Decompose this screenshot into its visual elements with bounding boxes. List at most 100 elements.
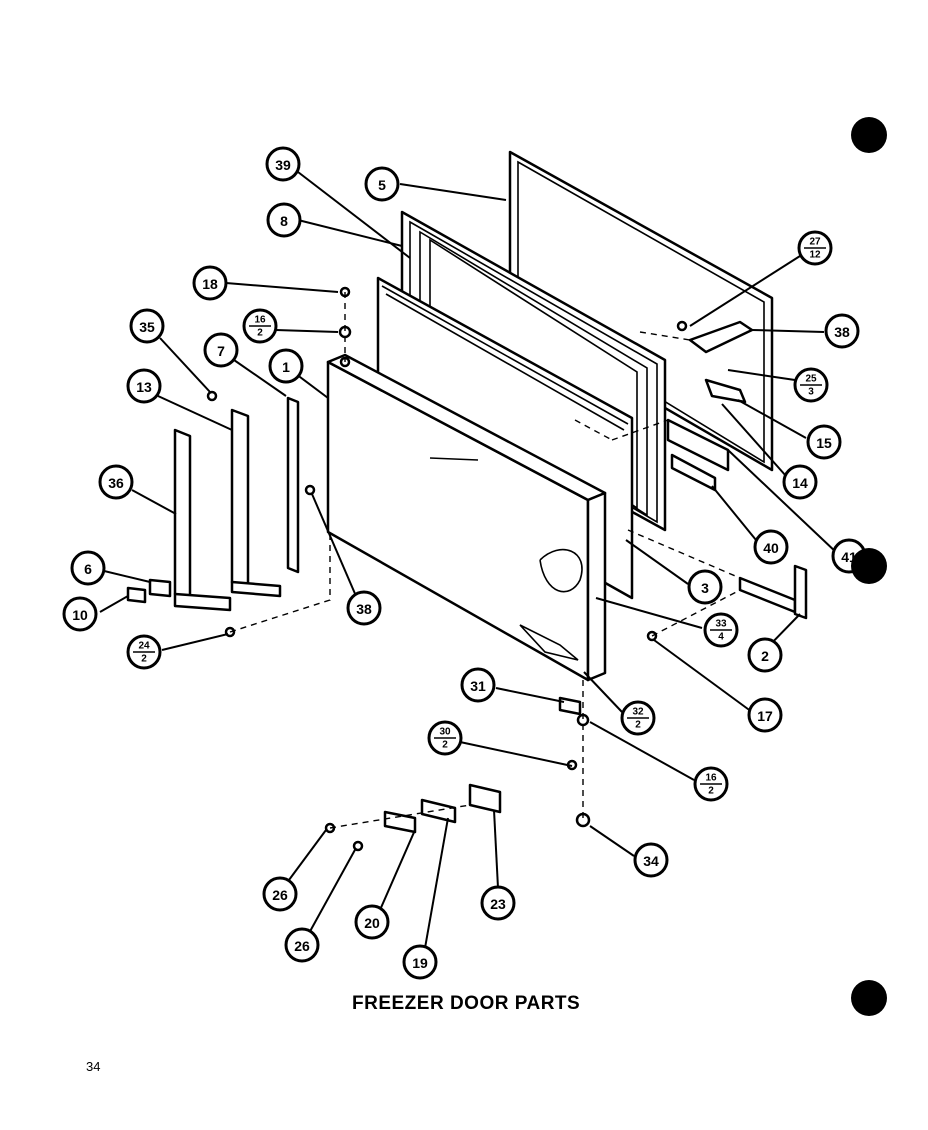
callout-number: 16: [254, 315, 266, 326]
callout-number: 6: [84, 561, 92, 577]
callout-number: 7: [217, 343, 225, 359]
callout-circle: [346, 590, 382, 626]
callout-circle: [364, 166, 400, 202]
callout-number: 15: [816, 435, 832, 451]
top-hinge-assembly: [666, 320, 754, 492]
callout-circle: [480, 885, 516, 921]
callout-number: 31: [470, 678, 486, 694]
callout-number: 26: [294, 938, 310, 954]
callout-35: 35: [129, 308, 165, 344]
callout-7: 7: [203, 332, 239, 368]
callout-19: 19: [402, 944, 438, 980]
callout-circle: [265, 146, 301, 182]
callout-circle: [824, 313, 860, 349]
callout-25: 253: [793, 367, 829, 403]
callout-number: 35: [139, 319, 155, 335]
callout-number: 17: [757, 708, 773, 724]
callout-number: 5: [378, 177, 386, 193]
callout-circle: [268, 348, 304, 384]
callout-number: 2: [761, 648, 769, 664]
binder-hole-middle: [851, 548, 887, 584]
page-number: 34: [86, 1059, 101, 1074]
callout-circle: [806, 424, 842, 460]
callout-number: 19: [412, 955, 428, 971]
callout-33: 334: [703, 612, 739, 648]
callout-number: 26: [272, 887, 288, 903]
callout-quantity: 2: [635, 720, 641, 731]
callout-number: 34: [643, 853, 659, 869]
callout-quantity: 2: [141, 654, 147, 665]
callout-number: 38: [834, 324, 850, 340]
handle-brackets: [126, 396, 300, 612]
callout-number: 18: [202, 276, 218, 292]
callout-2: 2: [747, 637, 783, 673]
callout-quantity: 2: [442, 740, 448, 751]
callout-38b: 38: [824, 313, 860, 349]
callout-32: 322: [620, 700, 656, 736]
callout-10: 10: [62, 596, 98, 632]
callout-number: 30: [439, 727, 451, 738]
leader-lines: [99, 171, 839, 949]
callout-8: 8: [266, 202, 302, 238]
callout-number: 40: [763, 540, 779, 556]
callout-circle: [782, 464, 818, 500]
outer-door-panel-1: [326, 353, 607, 682]
callout-40: 40: [753, 529, 789, 565]
callout-circle: [203, 332, 239, 368]
callout-5: 5: [364, 166, 400, 202]
callout-circle: [747, 697, 783, 733]
callout-26b: 26: [284, 927, 320, 963]
callout-26a: 26: [262, 876, 298, 912]
callout-circle: [460, 667, 496, 703]
callout-circle: [262, 876, 298, 912]
callout-circle: [633, 842, 669, 878]
callout-number: 1: [282, 359, 290, 375]
callout-38a: 38: [346, 590, 382, 626]
callout-3: 3: [687, 569, 723, 605]
callout-number: 38: [356, 601, 372, 617]
door-gasket-5: [508, 150, 774, 472]
callout-24: 242: [126, 634, 162, 670]
callout-18a: 18: [192, 265, 228, 301]
callout-quantity: 12: [809, 250, 821, 261]
callout-circle: [192, 265, 228, 301]
callout-number: 25: [805, 374, 817, 385]
callout-quantity: 2: [708, 786, 714, 797]
callout-15: 15: [806, 424, 842, 460]
callout-number: 36: [108, 475, 124, 491]
callout-number: 24: [138, 641, 150, 652]
callout-circle: [402, 944, 438, 980]
callout-circle: [753, 529, 789, 565]
binder-hole-top: [851, 117, 887, 153]
callout-34: 34: [633, 842, 669, 878]
callout-bubbles: 3958181623571133661024238271238253151440…: [62, 146, 867, 980]
callout-17: 17: [747, 697, 783, 733]
callout-circle: [266, 202, 302, 238]
callout-number: 10: [72, 607, 88, 623]
callout-1: 1: [268, 348, 304, 384]
callout-circle: [62, 596, 98, 632]
callout-circle: [126, 368, 162, 404]
callout-number: 39: [275, 157, 291, 173]
callout-quantity: 4: [718, 632, 724, 643]
alignment-lines: [229, 292, 741, 829]
callout-number: 23: [490, 896, 506, 912]
callout-circle: [747, 637, 783, 673]
callout-quantity: 2: [257, 328, 263, 339]
callout-39: 39: [265, 146, 301, 182]
callout-16a: 162: [242, 308, 278, 344]
callout-number: 33: [715, 619, 727, 630]
callout-13: 13: [126, 368, 162, 404]
callout-circle: [129, 308, 165, 344]
callout-circle: [70, 550, 106, 586]
callout-circle: [687, 569, 723, 605]
callout-number: 16: [705, 773, 717, 784]
callout-36: 36: [98, 464, 134, 500]
callout-16b: 162: [693, 766, 729, 802]
bottom-hinge-parts: [324, 696, 591, 852]
callout-number: 3: [701, 580, 709, 596]
callout-30: 302: [427, 720, 463, 756]
callout-circle: [98, 464, 134, 500]
